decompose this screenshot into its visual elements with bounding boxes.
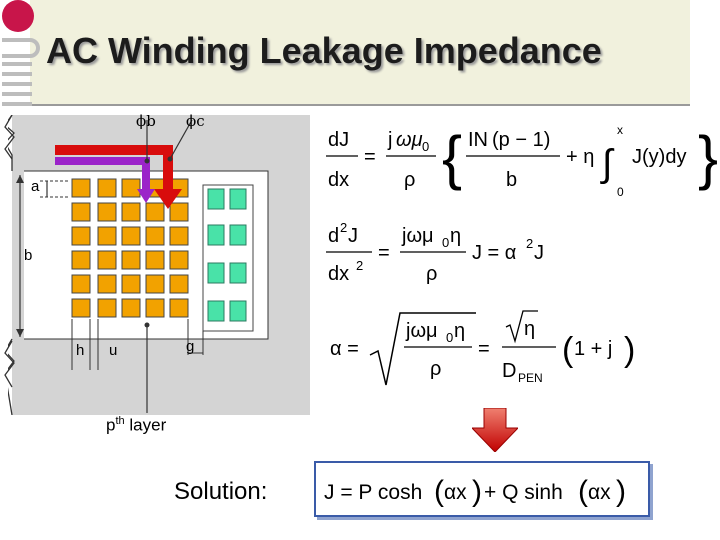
svg-text:J = P cosh: J = P cosh — [324, 481, 422, 504]
svg-text:ρ: ρ — [430, 358, 441, 380]
svg-text:=: = — [478, 338, 490, 360]
svg-text:η: η — [454, 320, 465, 342]
svg-text:PEN: PEN — [518, 371, 543, 385]
svg-text:(: ( — [562, 331, 574, 369]
svg-text:0: 0 — [422, 139, 429, 154]
title-bar — [30, 0, 690, 106]
core-right — [268, 171, 310, 339]
svg-text:{: { — [442, 124, 462, 191]
dimension-g-label: g — [186, 338, 195, 355]
svg-text:x: x — [617, 123, 623, 137]
svg-text:ρ: ρ — [404, 169, 415, 191]
svg-text:αx: αx — [588, 481, 611, 504]
layer-label-p: p — [106, 415, 116, 435]
winding-diagram — [0, 115, 310, 415]
svg-text:dJ: dJ — [328, 129, 349, 151]
svg-text:}: } — [698, 124, 718, 191]
svg-text:(: ( — [434, 475, 444, 508]
svg-text:j: j — [387, 129, 392, 151]
svg-text:dx: dx — [328, 169, 349, 191]
svg-text:): ) — [624, 331, 635, 369]
svg-text:D: D — [502, 360, 516, 382]
svg-text:ωμ: ωμ — [396, 129, 423, 151]
svg-text:0: 0 — [446, 330, 453, 345]
solution-label: Solution: — [174, 478, 268, 505]
svg-text:J: J — [348, 225, 358, 247]
phi-b-label: ϕb — [136, 112, 156, 130]
slide-title: AC Winding Leakage Impedance — [46, 30, 602, 71]
core-left — [12, 171, 24, 339]
svg-text:jωμ: jωμ — [405, 320, 438, 342]
dimension-h-label: h — [76, 342, 85, 359]
svg-text:dx: dx — [328, 263, 349, 285]
university-logo — [2, 0, 40, 106]
layer-label: pth layer — [106, 415, 166, 436]
svg-text:αx: αx — [444, 481, 467, 504]
svg-text:η: η — [524, 318, 535, 340]
svg-text:): ) — [616, 475, 626, 508]
svg-text:η: η — [450, 225, 461, 247]
svg-text:): ) — [472, 475, 482, 508]
svg-text:1 + j: 1 + j — [574, 338, 612, 360]
svg-text:jωμ: jωμ — [401, 225, 434, 247]
svg-text:+ Q sinh: + Q sinh — [484, 481, 563, 504]
flux-c-arrow — [55, 145, 182, 209]
solution-equation: J = P cosh ( αx ) + Q sinh ( αx ) — [324, 475, 626, 508]
svg-text:2: 2 — [526, 236, 533, 251]
layer-label-th: th — [115, 415, 125, 427]
svg-text:∫: ∫ — [600, 143, 615, 185]
svg-text:J(y)dy: J(y)dy — [632, 146, 686, 168]
svg-text:J = α: J = α — [472, 242, 516, 264]
layer-label-rest: layer — [129, 415, 167, 435]
svg-text:0: 0 — [442, 235, 449, 250]
solution-box — [314, 461, 650, 517]
svg-text:+ η: + η — [566, 146, 594, 168]
svg-text:2: 2 — [356, 258, 363, 273]
svg-text:ρ: ρ — [426, 263, 437, 285]
svg-text:0: 0 — [617, 185, 624, 199]
svg-text:J: J — [534, 242, 544, 264]
secondary-conductors — [207, 188, 247, 322]
svg-text:α =: α = — [330, 338, 359, 360]
svg-text:b: b — [506, 169, 517, 191]
svg-text:2: 2 — [340, 220, 347, 235]
down-arrow-icon — [472, 408, 518, 452]
dimension-u-label: u — [109, 342, 118, 359]
svg-text:IN: IN — [468, 129, 488, 151]
phi-c-label: ϕc — [186, 112, 205, 130]
primary-conductors — [71, 178, 189, 318]
svg-text:(: ( — [578, 475, 588, 508]
svg-text:d: d — [328, 225, 339, 247]
svg-text:=: = — [378, 242, 390, 264]
dimension-a-label: a — [31, 178, 40, 195]
dimension-b-label: b — [24, 247, 33, 264]
core-bottom — [12, 339, 310, 415]
svg-text:=: = — [364, 146, 376, 168]
svg-text:(p − 1): (p − 1) — [492, 129, 550, 151]
